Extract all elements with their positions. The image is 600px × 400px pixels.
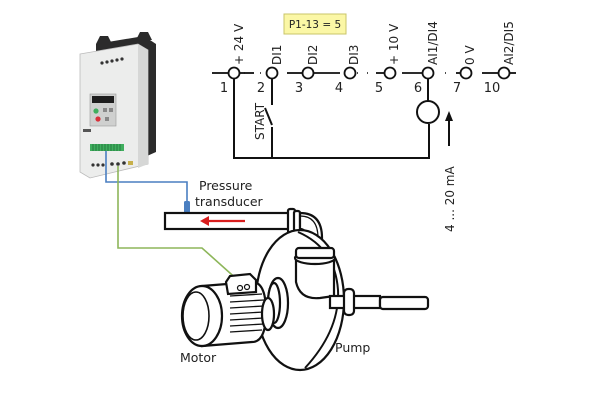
current-arrow-head [445, 111, 453, 121]
terminal-number: 2 [257, 81, 265, 96]
motor-power-wire [117, 166, 241, 283]
pump-coupling [342, 287, 356, 317]
circuit-loop-wire [233, 79, 430, 159]
terminal-names: + 24 V DI1 DI2 DI3 + 10 V AI1/DI4 0 V AI… [232, 21, 516, 65]
drive-display [92, 96, 114, 103]
flow-arrow-head [200, 216, 209, 226]
drive-start-button [93, 108, 99, 114]
terminal-name: AI1/DI4 [426, 21, 440, 65]
start-switch-blade [264, 107, 273, 126]
signal-wire [105, 151, 188, 205]
parameter-text: P1-13 = 5 [289, 19, 341, 31]
terminal-name: DI3 [347, 45, 361, 65]
terminal-name: 0 V [463, 45, 477, 65]
current-source-icon [416, 100, 440, 124]
pressure-transducer-icon [184, 201, 190, 213]
start-switch-label: START [253, 102, 267, 140]
motor [180, 272, 276, 348]
terminal-name: + 24 V [232, 23, 246, 65]
terminal-7-node [459, 66, 473, 80]
terminal-10-node [497, 66, 511, 80]
pressure-transducer-label-line2: transducer [195, 194, 264, 209]
pump-label: Pump [335, 340, 370, 355]
parameter-box [283, 13, 347, 35]
parameter-callout: P1-13 = 5 [283, 13, 347, 35]
terminal-number: 7 [453, 81, 461, 96]
terminal-1-node [227, 66, 241, 80]
terminal-number: 5 [375, 81, 383, 96]
terminal-name: DI1 [270, 45, 284, 65]
terminal-numbers: 1 2 3 4 5 6 7 10 [220, 81, 500, 96]
terminal-strip [212, 66, 516, 80]
terminal-name: AI2/DI5 [502, 21, 516, 65]
terminal-4-node [343, 66, 357, 80]
terminal-number: 1 [220, 81, 228, 96]
drive-stop-button [95, 116, 101, 122]
motor-terminal-box [224, 272, 258, 296]
terminal-number: 3 [295, 81, 303, 96]
motor-label: Motor [180, 350, 217, 365]
drive-terminal-block [90, 144, 124, 151]
terminal-number: 10 [484, 81, 501, 96]
suction-pipe [378, 295, 430, 311]
pressure-transducer-label-line1: Pressure [199, 178, 253, 193]
terminal-6-node [421, 66, 435, 80]
terminal-number: 6 [414, 81, 422, 96]
frequency-drive [79, 32, 156, 179]
terminal-2-node [265, 66, 279, 80]
current-signal-label: 4 ... 20 mA [443, 166, 457, 232]
terminal-5-node [383, 66, 397, 80]
control-circuit [233, 79, 450, 159]
terminal-number: 4 [335, 81, 343, 96]
terminal-name: DI2 [306, 45, 320, 65]
terminal-name: + 10 V [387, 23, 401, 65]
terminal-3-node [301, 66, 315, 80]
